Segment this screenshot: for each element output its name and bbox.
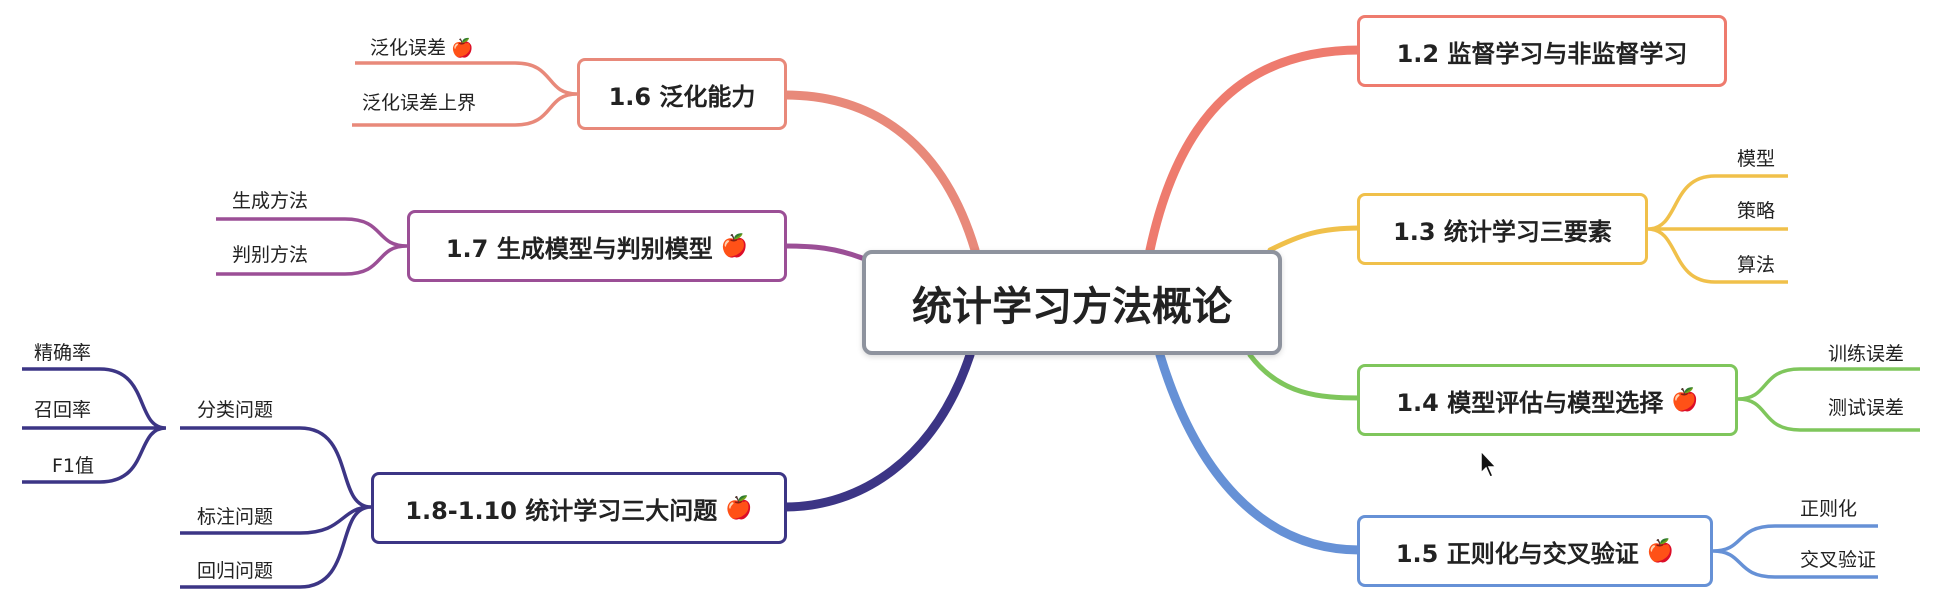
leaf-tagging[interactable]: 标注问题 xyxy=(197,506,274,528)
root-node[interactable]: 统计学习方法概论 xyxy=(862,250,1282,355)
branch-1-7[interactable]: 1.7 生成模型与判别模型 🍎 xyxy=(407,210,787,282)
leaf-generalization-bound[interactable]: 泛化误差上界 xyxy=(362,92,477,114)
leaf-classification[interactable]: 分类问题 xyxy=(197,399,274,421)
branch-1-4[interactable]: 1.4 模型评估与模型选择 🍎 xyxy=(1357,364,1738,436)
branch-1-8-label: 1.8-1.10 统计学习三大问题 xyxy=(405,496,718,525)
connector-root-1-3 xyxy=(1267,225,1363,253)
branch-1-7-label: 1.7 生成模型与判别模型 xyxy=(445,234,713,263)
connector-classification-children xyxy=(22,367,167,484)
apple-icon: 🍎 xyxy=(1671,387,1699,413)
branch-1-6-label: 1.6 泛化能力 xyxy=(608,82,756,111)
leaf-strategy[interactable]: 策略 xyxy=(1737,200,1776,222)
leaf-test-error[interactable]: 测试误差 xyxy=(1828,397,1905,419)
leaf-cross-validation[interactable]: 交叉验证 xyxy=(1800,549,1877,571)
connector-root-1-2 xyxy=(1145,45,1365,255)
branch-1-2[interactable]: 1.2 监督学习与非监督学习 xyxy=(1357,15,1727,87)
leaf-regression[interactable]: 回归问题 xyxy=(197,560,274,582)
leaf-recall[interactable]: 召回率 xyxy=(34,399,92,421)
branch-1-2-label: 1.2 监督学习与非监督学习 xyxy=(1396,39,1688,68)
branch-1-8[interactable]: 1.8-1.10 统计学习三大问题 🍎 xyxy=(371,472,787,544)
leaf-model[interactable]: 模型 xyxy=(1737,148,1776,170)
leaf-discriminative-method[interactable]: 判别方法 xyxy=(232,244,309,266)
connector-1-7-children xyxy=(216,217,408,276)
leaf-precision[interactable]: 精确率 xyxy=(34,342,92,364)
leaf-algorithm[interactable]: 算法 xyxy=(1737,254,1776,276)
connector-root-1-6 xyxy=(780,90,980,255)
branch-1-5[interactable]: 1.5 正则化与交叉验证 🍎 xyxy=(1357,515,1713,587)
connector-1-5-children xyxy=(1712,524,1878,579)
leaf-training-error[interactable]: 训练误差 xyxy=(1828,343,1905,365)
connector-1-4-children xyxy=(1737,367,1920,432)
leaf-generalization-error[interactable]: 泛化误差🍎 xyxy=(370,37,474,59)
branch-1-6[interactable]: 1.6 泛化能力 xyxy=(577,58,787,130)
connector-root-1-8 xyxy=(780,350,975,512)
connector-1-3-children xyxy=(1647,174,1788,284)
leaf-regularization[interactable]: 正则化 xyxy=(1800,498,1858,520)
apple-icon: 🍎 xyxy=(1646,538,1675,564)
root-title: 统计学习方法概论 xyxy=(912,283,1232,330)
connector-1-8-children xyxy=(180,426,372,589)
mouse-pointer-icon xyxy=(1480,449,1498,478)
connector-root-1-7 xyxy=(782,243,865,261)
apple-icon: 🍎 xyxy=(725,495,753,521)
branch-1-3-label: 1.3 统计学习三要素 xyxy=(1393,217,1612,246)
branch-1-3[interactable]: 1.3 统计学习三要素 xyxy=(1357,193,1648,265)
leaf-f1[interactable]: F1值 xyxy=(52,455,95,477)
leaf-generative-method[interactable]: 生成方法 xyxy=(232,190,309,212)
connector-root-1-4 xyxy=(1247,352,1363,401)
branch-1-4-label: 1.4 模型评估与模型选择 xyxy=(1396,388,1664,417)
connector-root-1-5 xyxy=(1155,350,1365,555)
apple-icon: 🍎 xyxy=(451,38,474,59)
apple-icon: 🍎 xyxy=(720,233,749,259)
connector-1-6-children xyxy=(352,61,578,127)
branch-1-5-label: 1.5 正则化与交叉验证 xyxy=(1395,539,1639,568)
